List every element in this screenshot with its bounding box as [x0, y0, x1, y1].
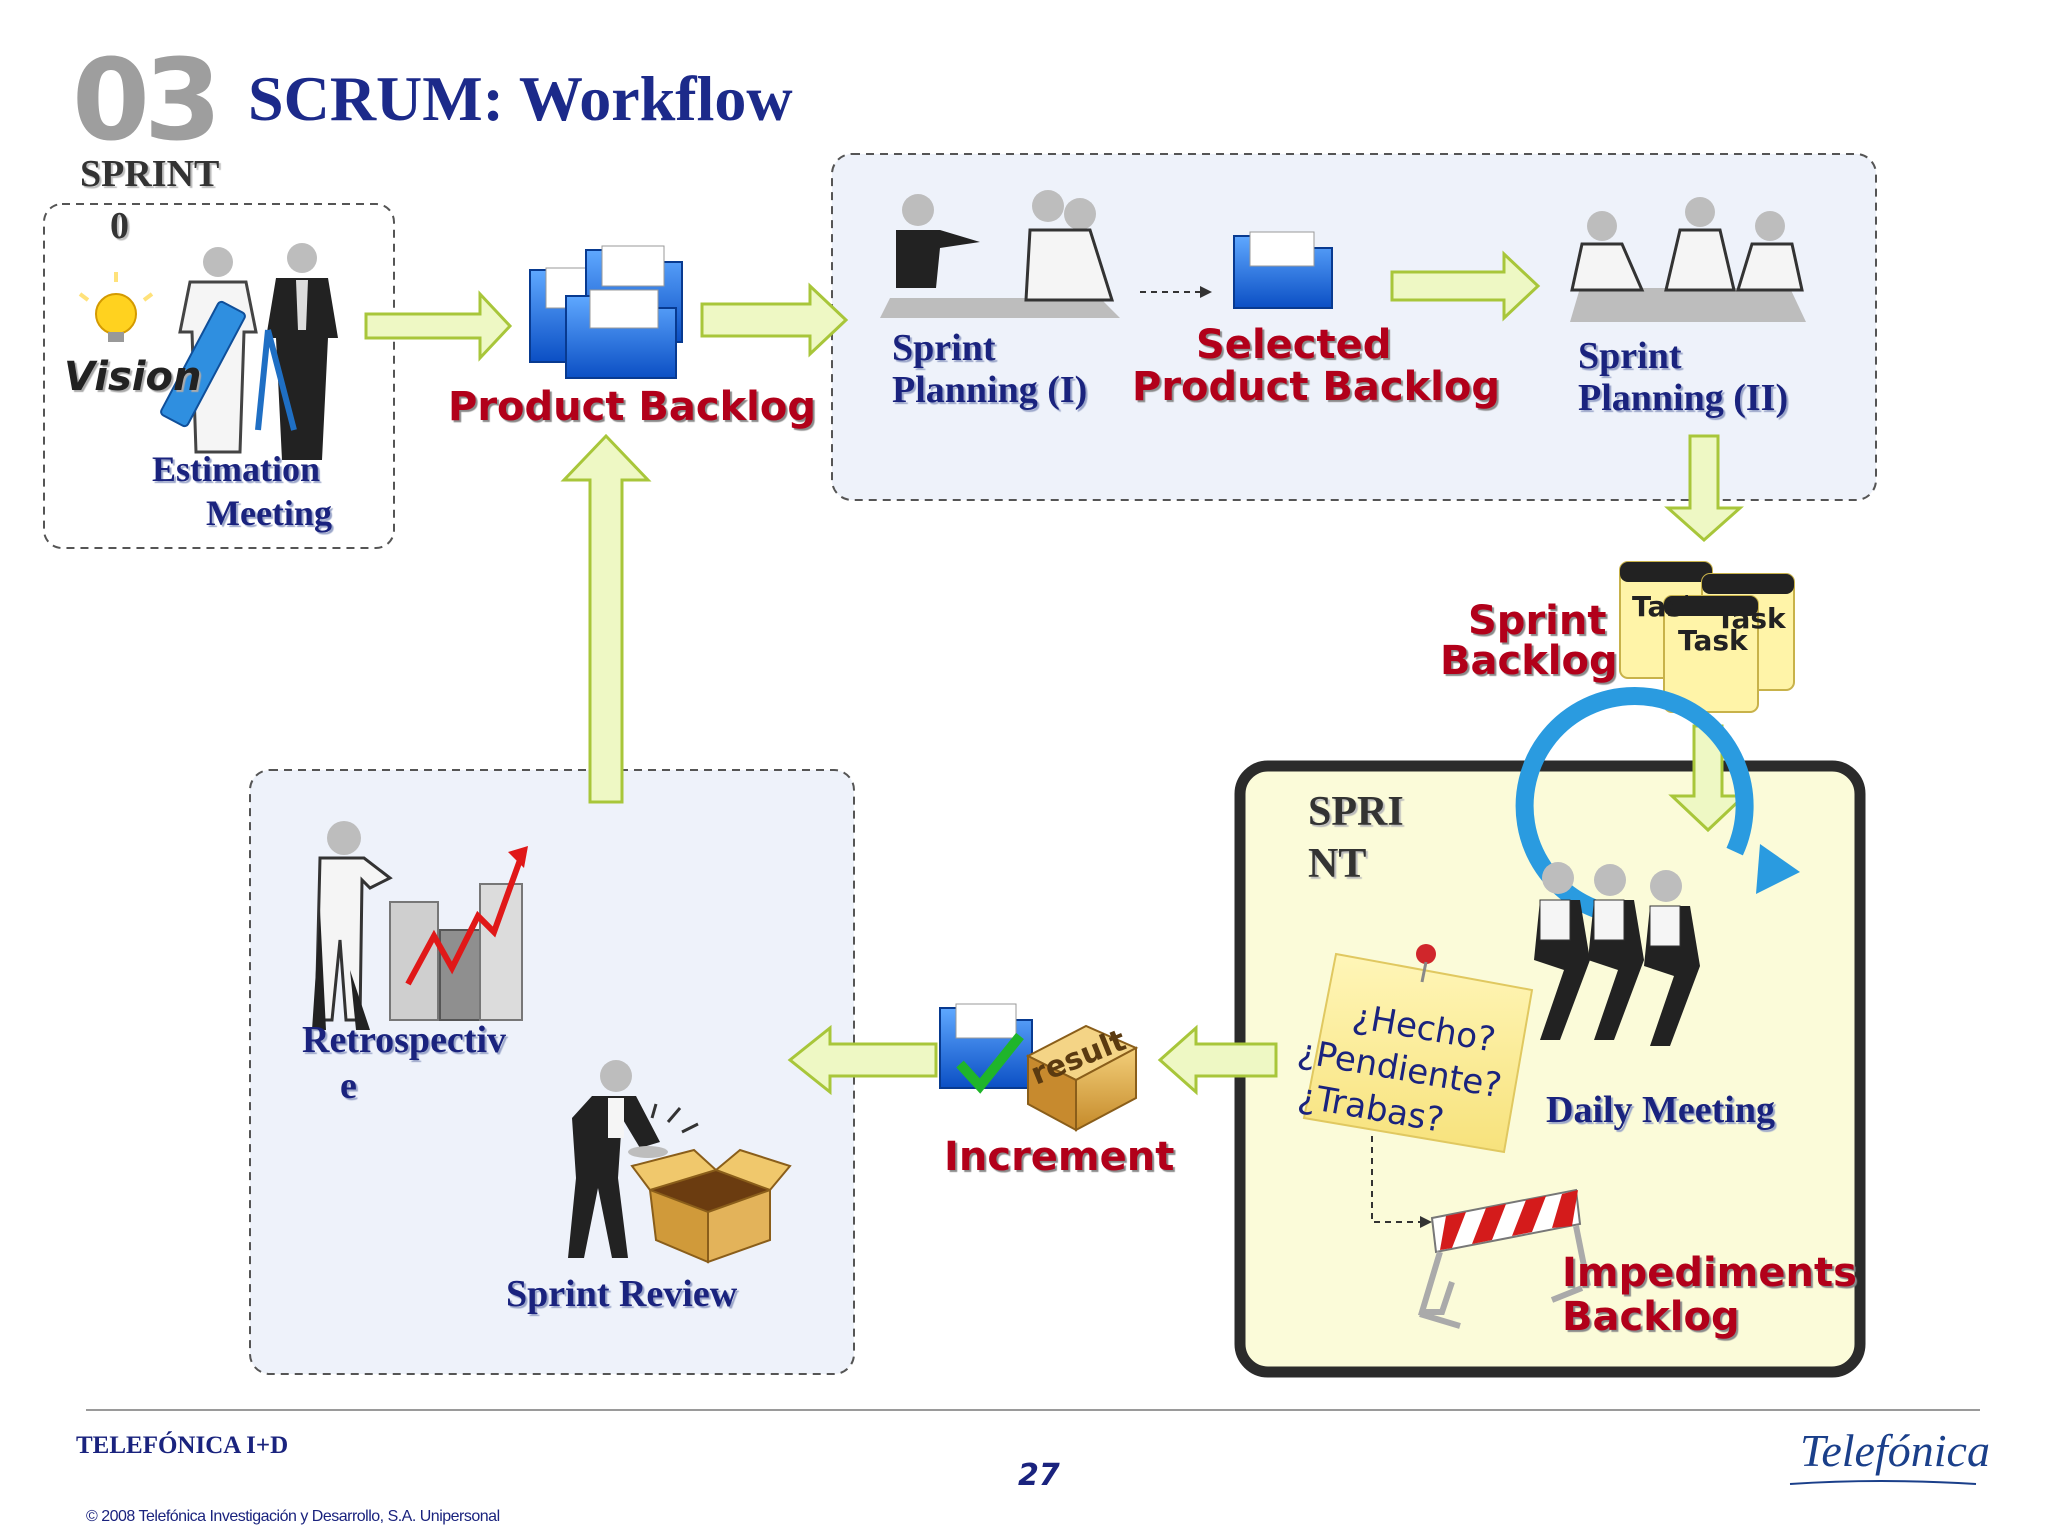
sprint-label-line1: SPRI	[1308, 789, 1404, 835]
sprint-planning-1-figures-icon	[880, 190, 1120, 318]
sprint-planning-1-line2: Planning (I)	[892, 369, 1088, 411]
selected-backlog-line1: Selected	[1196, 322, 1392, 368]
task-notepads-icon	[1619, 561, 1795, 713]
telefonica-logo: Telefónica	[1800, 1425, 1990, 1476]
retrospective-line2: e	[340, 1065, 357, 1107]
footer-copyright: © 2008 Telefónica Investigación y Desarr…	[86, 1508, 500, 1525]
increment-label: Increment	[944, 1134, 1175, 1180]
daily-meeting-runners-icon	[1534, 862, 1700, 1046]
sprint-backlog-line2: Backlog	[1440, 638, 1618, 684]
sprint-review-label: Sprint Review	[506, 1273, 738, 1315]
selected-backlog-folder-icon	[1233, 231, 1333, 309]
arrow-review-to-backlog	[560, 433, 652, 804]
vision-label: Vision	[64, 354, 202, 400]
product-backlog-folders-icon	[529, 245, 683, 379]
daily-meeting-label: Daily Meeting	[1546, 1089, 1776, 1131]
sprint0-label-line1: SPRINT	[80, 153, 220, 195]
sprint-label-line2: NT	[1308, 841, 1367, 887]
increment-folder-check-icon	[939, 1003, 1033, 1094]
product-backlog-label: Product Backlog	[448, 384, 817, 430]
page-title: SCRUM: Workflow	[248, 63, 793, 134]
impediments-barrier-icon	[1417, 1188, 1591, 1329]
footer-company: TELEFÓNICA I+D	[76, 1432, 289, 1459]
estimation-meeting-figures-icon	[160, 243, 338, 460]
sprint-planning-2-line1: Sprint	[1578, 335, 1682, 377]
estimation-meeting-line2: Meeting	[206, 493, 332, 533]
task-label: Task	[1716, 602, 1786, 635]
impediments-line1: Impediments	[1562, 1250, 1857, 1296]
task-label: Task	[1632, 590, 1688, 623]
review-open-box-icon	[630, 1148, 792, 1264]
sprint-planning-2-line2: Planning (II)	[1578, 377, 1789, 419]
logo-underline	[1789, 1480, 1977, 1485]
sprint0-label-line2: 0	[110, 205, 129, 247]
arrow-sprint-to-increment	[1157, 1024, 1278, 1096]
result-box-icon	[1025, 1024, 1139, 1132]
impediments-line2: Backlog	[1562, 1294, 1740, 1340]
arrow-down-to-sprint-backlog	[1664, 434, 1744, 543]
arrow-sprint0-to-backlog	[364, 290, 513, 362]
sprint-planning-1-line1: Sprint	[892, 327, 996, 369]
arrow-planning1-to-planning2	[1390, 250, 1541, 322]
arrow-backlog-to-planning	[700, 282, 849, 358]
retrospective-chart-icon	[312, 821, 528, 1030]
sprint-review-figure-icon	[568, 1060, 699, 1258]
arrow-increment-to-review	[787, 1024, 938, 1096]
sprint-backlog-line1: Sprint	[1468, 598, 1607, 644]
sticky-note-icon	[1302, 944, 1534, 1154]
section-number: 03	[72, 36, 222, 166]
sprint-planning-2-figures-icon	[1570, 197, 1806, 322]
retrospective-line1: Retrospectiv	[302, 1019, 507, 1061]
page-number: 27	[1018, 1458, 1060, 1493]
task-label: Task	[1678, 624, 1748, 657]
estimation-meeting-line1: Estimation	[152, 449, 321, 489]
selected-backlog-line2: Product Backlog	[1132, 364, 1501, 410]
vision-lightbulb-icon	[78, 272, 154, 342]
